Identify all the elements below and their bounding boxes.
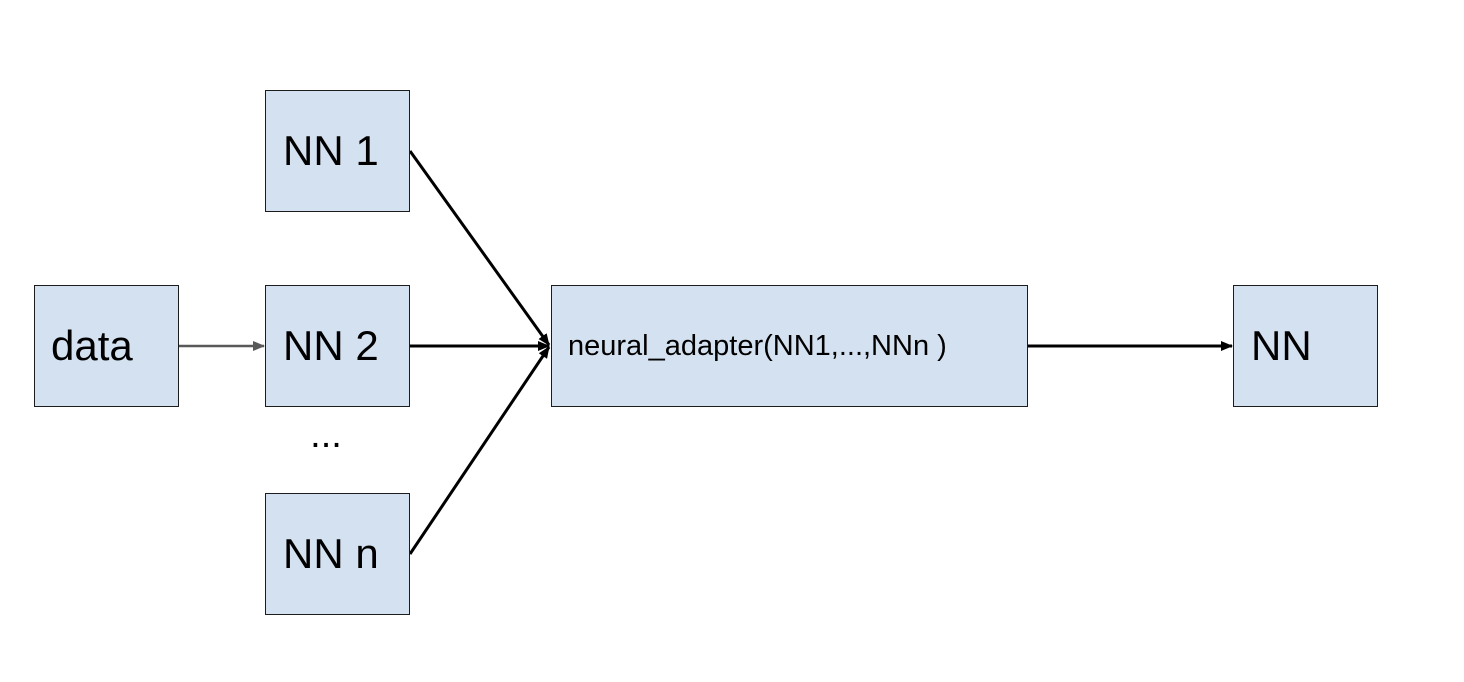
node-data: data: [34, 285, 179, 407]
edge-nn1-to-adapter: [408, 150, 551, 346]
node-neural-adapter: neural_adapter(NN1,...,NNn ): [551, 285, 1028, 407]
node-nnn: NN n: [265, 493, 410, 615]
node-nn1-label: NN 1: [283, 127, 379, 174]
ellipsis: ...: [310, 414, 342, 456]
node-nnn-label: NN n: [283, 530, 379, 577]
node-output-nn: NN: [1233, 285, 1378, 407]
edge-nnn-to-adapter: [408, 346, 551, 555]
node-nn1: NN 1: [265, 90, 410, 212]
node-nn2: NN 2: [265, 285, 410, 407]
node-output-nn-label: NN: [1251, 322, 1312, 369]
node-neural-adapter-label: neural_adapter(NN1,...,NNn ): [568, 329, 947, 362]
node-nn2-label: NN 2: [283, 322, 379, 369]
node-data-label: data: [51, 322, 133, 369]
